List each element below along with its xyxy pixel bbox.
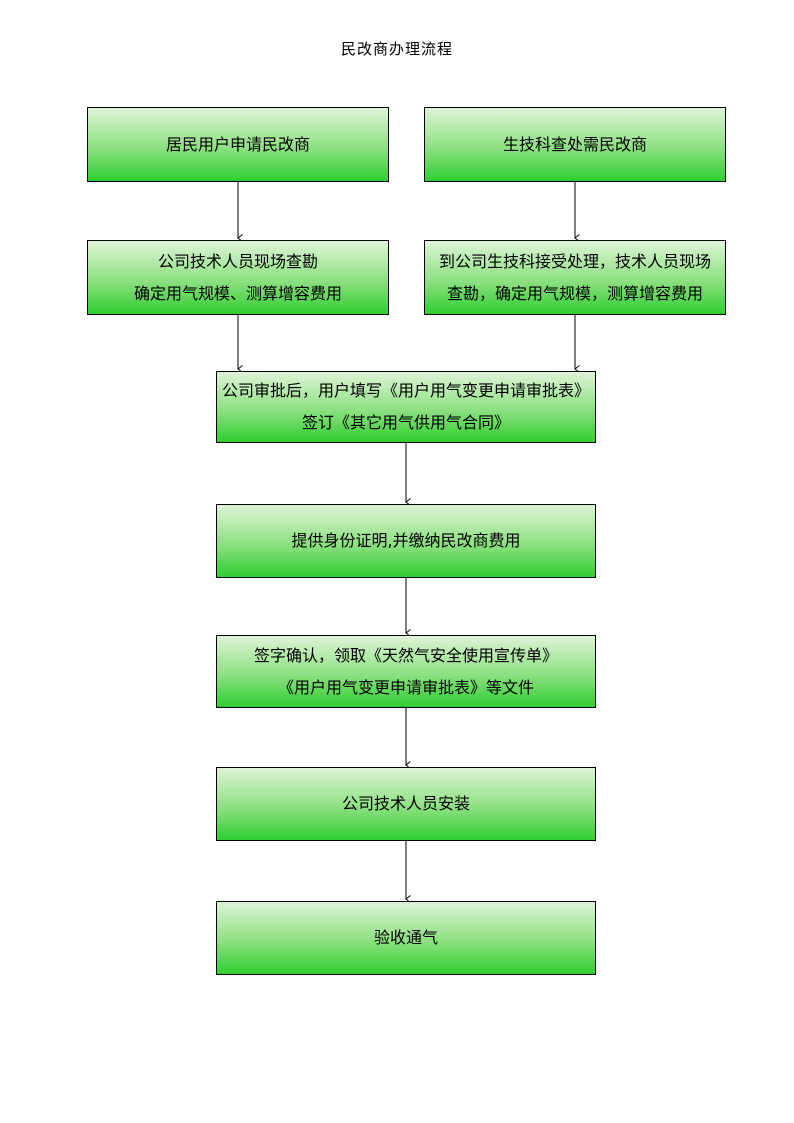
flow-node-approval-and-contract: 公司审批后，用户填写《用户用气变更申请审批表》 签订《其它用气供用气合同》 xyxy=(216,371,596,443)
flow-node-label: 公司审批后，用户填写《用户用气变更申请审批表》 xyxy=(221,381,590,400)
page-title: 民改商办理流程 xyxy=(340,40,453,58)
flow-node-label: 确定用气规模、测算增容费用 xyxy=(133,283,342,303)
flow-node-site-survey-right: 到公司生技科接受处理，技术人员现场 查勘，确定用气规模，测算增容费用 xyxy=(424,240,726,315)
flow-node-label: 查勘，确定用气规模，测算增容费用 xyxy=(446,283,703,303)
flow-node-label: 公司技术人员安装 xyxy=(341,794,470,813)
flow-node-label: 签字确认，领取《天然气安全使用宣传单》 xyxy=(253,645,558,665)
flow-node-acceptance-gas-on: 验收通气 xyxy=(216,901,596,975)
flow-node-tech-dept-inspection-need: 生技科查处需民改商 xyxy=(424,107,726,182)
flow-node-identity-and-fee: 提供身份证明,并缴纳民改商费用 xyxy=(216,504,596,578)
flow-node-label: 《用户用气变更申请审批表》等文件 xyxy=(277,677,534,697)
flow-node-label: 签订《其它用气供用气合同》 xyxy=(301,413,510,432)
flow-node-label: 公司技术人员现场查勘 xyxy=(157,251,318,271)
flow-node-label: 提供身份证明,并缴纳民改商费用 xyxy=(291,531,521,550)
flow-node-residential-user-apply: 居民用户申请民改商 xyxy=(87,107,389,182)
flow-node-sign-and-receive-documents: 签字确认，领取《天然气安全使用宣传单》 《用户用气变更申请审批表》等文件 xyxy=(216,635,596,708)
flow-node-label: 生技科查处需民改商 xyxy=(502,134,647,154)
flow-node-label: 验收通气 xyxy=(373,928,438,947)
flow-node-company-installation: 公司技术人员安装 xyxy=(216,767,596,841)
flow-node-label: 居民用户申请民改商 xyxy=(165,134,310,154)
flow-node-label: 到公司生技科接受处理，技术人员现场 xyxy=(438,251,711,271)
flow-node-site-survey-left: 公司技术人员现场查勘 确定用气规模、测算增容费用 xyxy=(87,240,389,315)
